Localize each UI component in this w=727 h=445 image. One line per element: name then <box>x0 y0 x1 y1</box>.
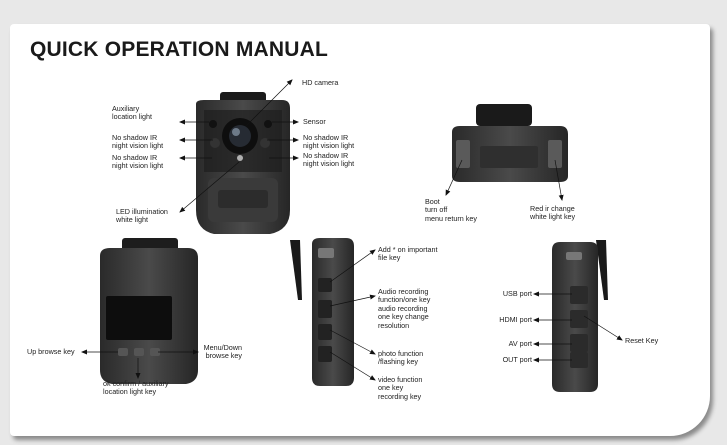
important-key-icon <box>318 278 332 292</box>
sensor-icon <box>264 120 272 128</box>
label-reset-key: Reset Key <box>625 336 659 345</box>
page-title: QUICK OPERATION MANUAL <box>30 38 329 61</box>
label-audio-recording-key: Audio recording function/one key audio r… <box>378 287 431 330</box>
label-auxiliary-light: Auxiliary location light <box>112 104 152 122</box>
label-menu-down-key: Menu/Down browse key <box>203 343 242 361</box>
ir-light-left-icon <box>210 138 220 148</box>
label-led-white-light: LED illumination white light <box>116 207 168 225</box>
label-photo-function-key: photo function /flashing key <box>378 349 424 367</box>
screen-icon <box>106 296 172 340</box>
label-ir-left-1: No shadow IR night vision light <box>112 133 164 151</box>
label-usb-port: USB port <box>502 289 532 298</box>
camera-right-side-view <box>552 240 608 392</box>
usb-port-icon <box>570 286 588 304</box>
leader-lines <box>81 79 623 381</box>
video-key-icon <box>318 346 332 362</box>
label-important-file-key: Add * on important file key <box>378 245 438 263</box>
boot-key-icon <box>456 140 470 168</box>
hdmi-port-icon <box>570 310 588 328</box>
led-light-icon <box>237 155 243 161</box>
down-key-icon <box>150 348 160 356</box>
label-ir-left-2: No shadow IR night vision light <box>112 153 164 171</box>
label-hdmi-port: HDMI port <box>499 315 532 324</box>
av-port-icon <box>570 334 588 352</box>
label-av-port: AV port <box>508 339 532 348</box>
label-red-ir-key: Red ir change white light key <box>530 204 576 222</box>
aux-light-icon <box>209 120 217 128</box>
ok-key-icon <box>134 348 144 356</box>
label-ok-confirm-key: ok confirm / auxiliary location light ke… <box>103 379 169 397</box>
out-port-icon <box>570 352 588 368</box>
photo-key-icon <box>318 324 332 340</box>
label-out-port: OUT port <box>502 355 532 364</box>
label-ir-right-2: No shadow IR night vision light <box>303 151 355 169</box>
camera-back-view <box>100 238 198 384</box>
camera-front-view <box>196 92 290 234</box>
camera-top-view <box>452 104 568 182</box>
red-ir-key-icon <box>548 140 562 168</box>
ir-light-right-icon <box>260 138 270 148</box>
up-key-icon <box>118 348 128 356</box>
label-video-function-key: video function one key recording key <box>378 375 423 401</box>
label-up-browse-key: Up browse key <box>27 347 75 356</box>
label-ir-right-1: No shadow IR night vision light <box>303 133 355 151</box>
label-sensor: Sensor <box>303 117 326 126</box>
label-hd-camera: HD camera <box>302 78 339 87</box>
camera-left-side-view <box>290 238 354 386</box>
audio-key-icon <box>318 300 332 318</box>
label-boot-key: Boot turn off menu return key <box>425 197 477 223</box>
